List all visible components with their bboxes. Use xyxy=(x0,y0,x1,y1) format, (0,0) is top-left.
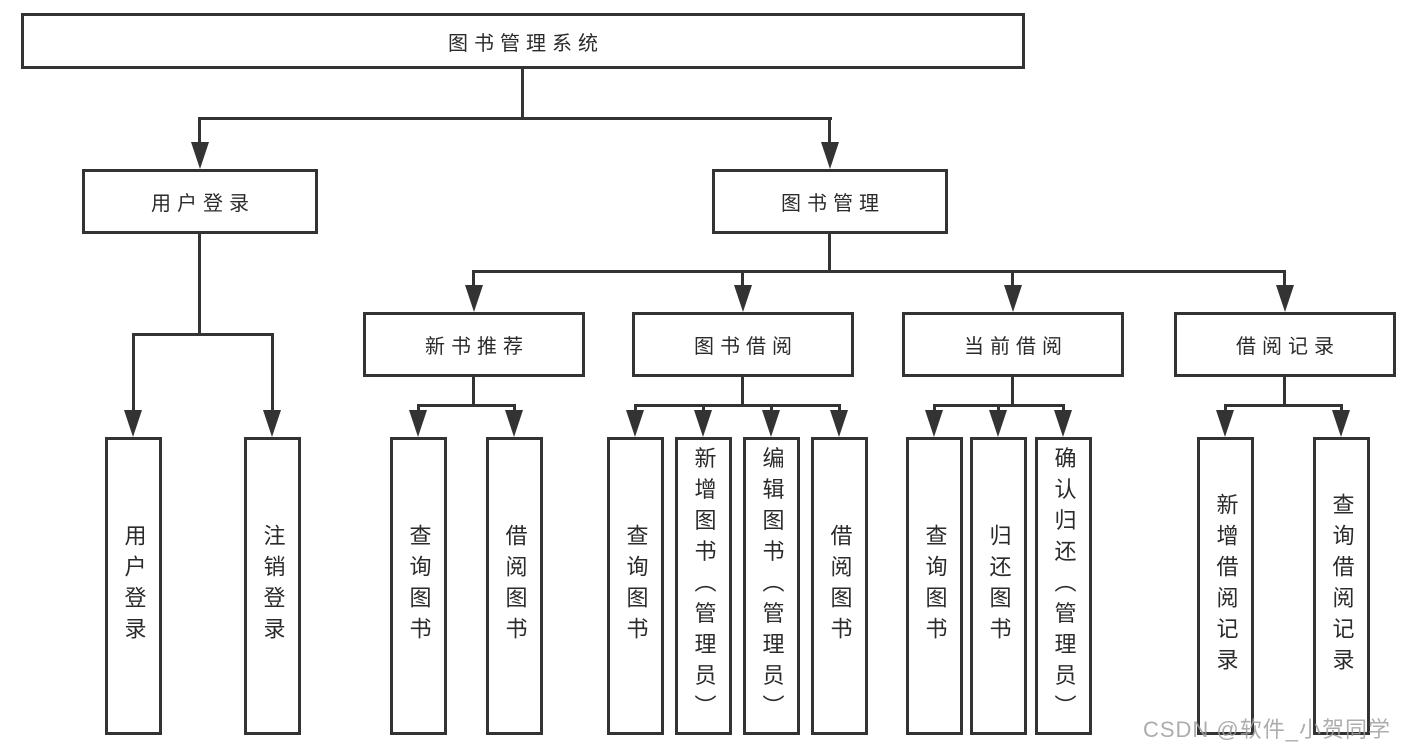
leaf-label: 用户登录 xyxy=(121,524,147,648)
connector-vline xyxy=(472,377,475,407)
node-new-book-recommendation: 新书推荐 xyxy=(363,312,585,377)
arrow-down-icon xyxy=(821,142,839,169)
leaf-query-books-borrowing: 查询图书 xyxy=(607,437,664,735)
connector-hline xyxy=(417,404,516,407)
arrow-down-icon xyxy=(925,410,943,437)
connector-vline xyxy=(828,117,831,148)
arrow-down-icon xyxy=(1276,285,1294,312)
node-library-management-system: 图书管理系统 xyxy=(21,13,1025,69)
connector-vline xyxy=(521,68,524,120)
arrow-down-icon xyxy=(465,285,483,312)
connector-vline xyxy=(828,234,831,273)
leaf-label: 查询图书 xyxy=(623,524,649,648)
leaf-label: 注销登录 xyxy=(260,524,286,648)
node-user-login: 用户登录 xyxy=(82,169,318,234)
arrow-down-icon xyxy=(989,410,1007,437)
arrow-down-icon xyxy=(1054,410,1072,437)
leaf-label: 新增借阅记录 xyxy=(1213,493,1239,679)
leaf-query-books-recommend: 查询图书 xyxy=(390,437,447,735)
arrow-down-icon xyxy=(626,410,644,437)
leaf-label: 查询借阅记录 xyxy=(1329,493,1355,679)
leaf-query-borrow-record: 查询借阅记录 xyxy=(1313,437,1370,735)
connector-vline xyxy=(741,270,744,289)
node-current-borrowing: 当前借阅 xyxy=(902,312,1124,377)
leaf-label: 借阅图书 xyxy=(827,524,853,648)
arrow-down-icon xyxy=(830,410,848,437)
connector-vline xyxy=(198,117,201,148)
connector-vline xyxy=(472,270,475,289)
leaf-confirm-return-admin: 确认归还（管理员） xyxy=(1035,437,1092,735)
leaf-logout: 注销登录 xyxy=(244,437,301,735)
leaf-user-login: 用户登录 xyxy=(105,437,162,735)
connector-vline xyxy=(198,234,201,336)
arrow-down-icon xyxy=(505,410,523,437)
watermark: CSDN @软件_小贺同学 xyxy=(1142,717,1391,742)
leaf-label: 新增图书（管理员） xyxy=(691,446,717,726)
arrow-down-icon xyxy=(762,410,780,437)
node-book-management: 图书管理 xyxy=(712,169,948,234)
leaf-label: 归还图书 xyxy=(986,524,1012,648)
leaf-add-borrow-record: 新增借阅记录 xyxy=(1197,437,1254,735)
arrow-down-icon xyxy=(1332,410,1350,437)
arrow-down-icon xyxy=(191,142,209,169)
leaf-return-books: 归还图书 xyxy=(970,437,1027,735)
connector-vline xyxy=(1011,270,1014,289)
arrow-down-icon xyxy=(1004,285,1022,312)
arrow-down-icon xyxy=(694,410,712,437)
leaf-label: 查询图书 xyxy=(406,524,432,648)
leaf-add-book-admin: 新增图书（管理员） xyxy=(675,437,732,735)
connector-vline xyxy=(1283,377,1286,407)
connector-vline xyxy=(1283,270,1286,289)
leaf-label: 编辑图书（管理员） xyxy=(759,446,785,726)
connector-hline xyxy=(472,270,1286,273)
leaf-query-books-current: 查询图书 xyxy=(906,437,963,735)
leaf-borrow-books-recommend: 借阅图书 xyxy=(486,437,543,735)
node-book-borrowing: 图书借阅 xyxy=(632,312,854,377)
connector-hline xyxy=(634,404,841,407)
connector-hline xyxy=(1224,404,1343,407)
connector-hline xyxy=(198,117,832,120)
leaf-label: 借阅图书 xyxy=(502,524,528,648)
arrow-down-icon xyxy=(409,410,427,437)
leaf-borrow-books-borrowing: 借阅图书 xyxy=(811,437,868,735)
connector-hline xyxy=(132,333,274,336)
connector-vline xyxy=(741,377,744,407)
node-borrowing-records: 借阅记录 xyxy=(1174,312,1396,377)
leaf-edit-book-admin: 编辑图书（管理员） xyxy=(743,437,800,735)
leaf-label: 查询图书 xyxy=(922,524,948,648)
connector-vline xyxy=(132,333,135,413)
arrow-down-icon xyxy=(734,285,752,312)
leaf-label: 确认归还（管理员） xyxy=(1051,446,1077,726)
arrow-down-icon xyxy=(1216,410,1234,437)
connector-vline xyxy=(271,333,274,413)
connector-vline xyxy=(1011,377,1014,407)
arrow-down-icon xyxy=(124,410,142,437)
arrow-down-icon xyxy=(263,410,281,437)
